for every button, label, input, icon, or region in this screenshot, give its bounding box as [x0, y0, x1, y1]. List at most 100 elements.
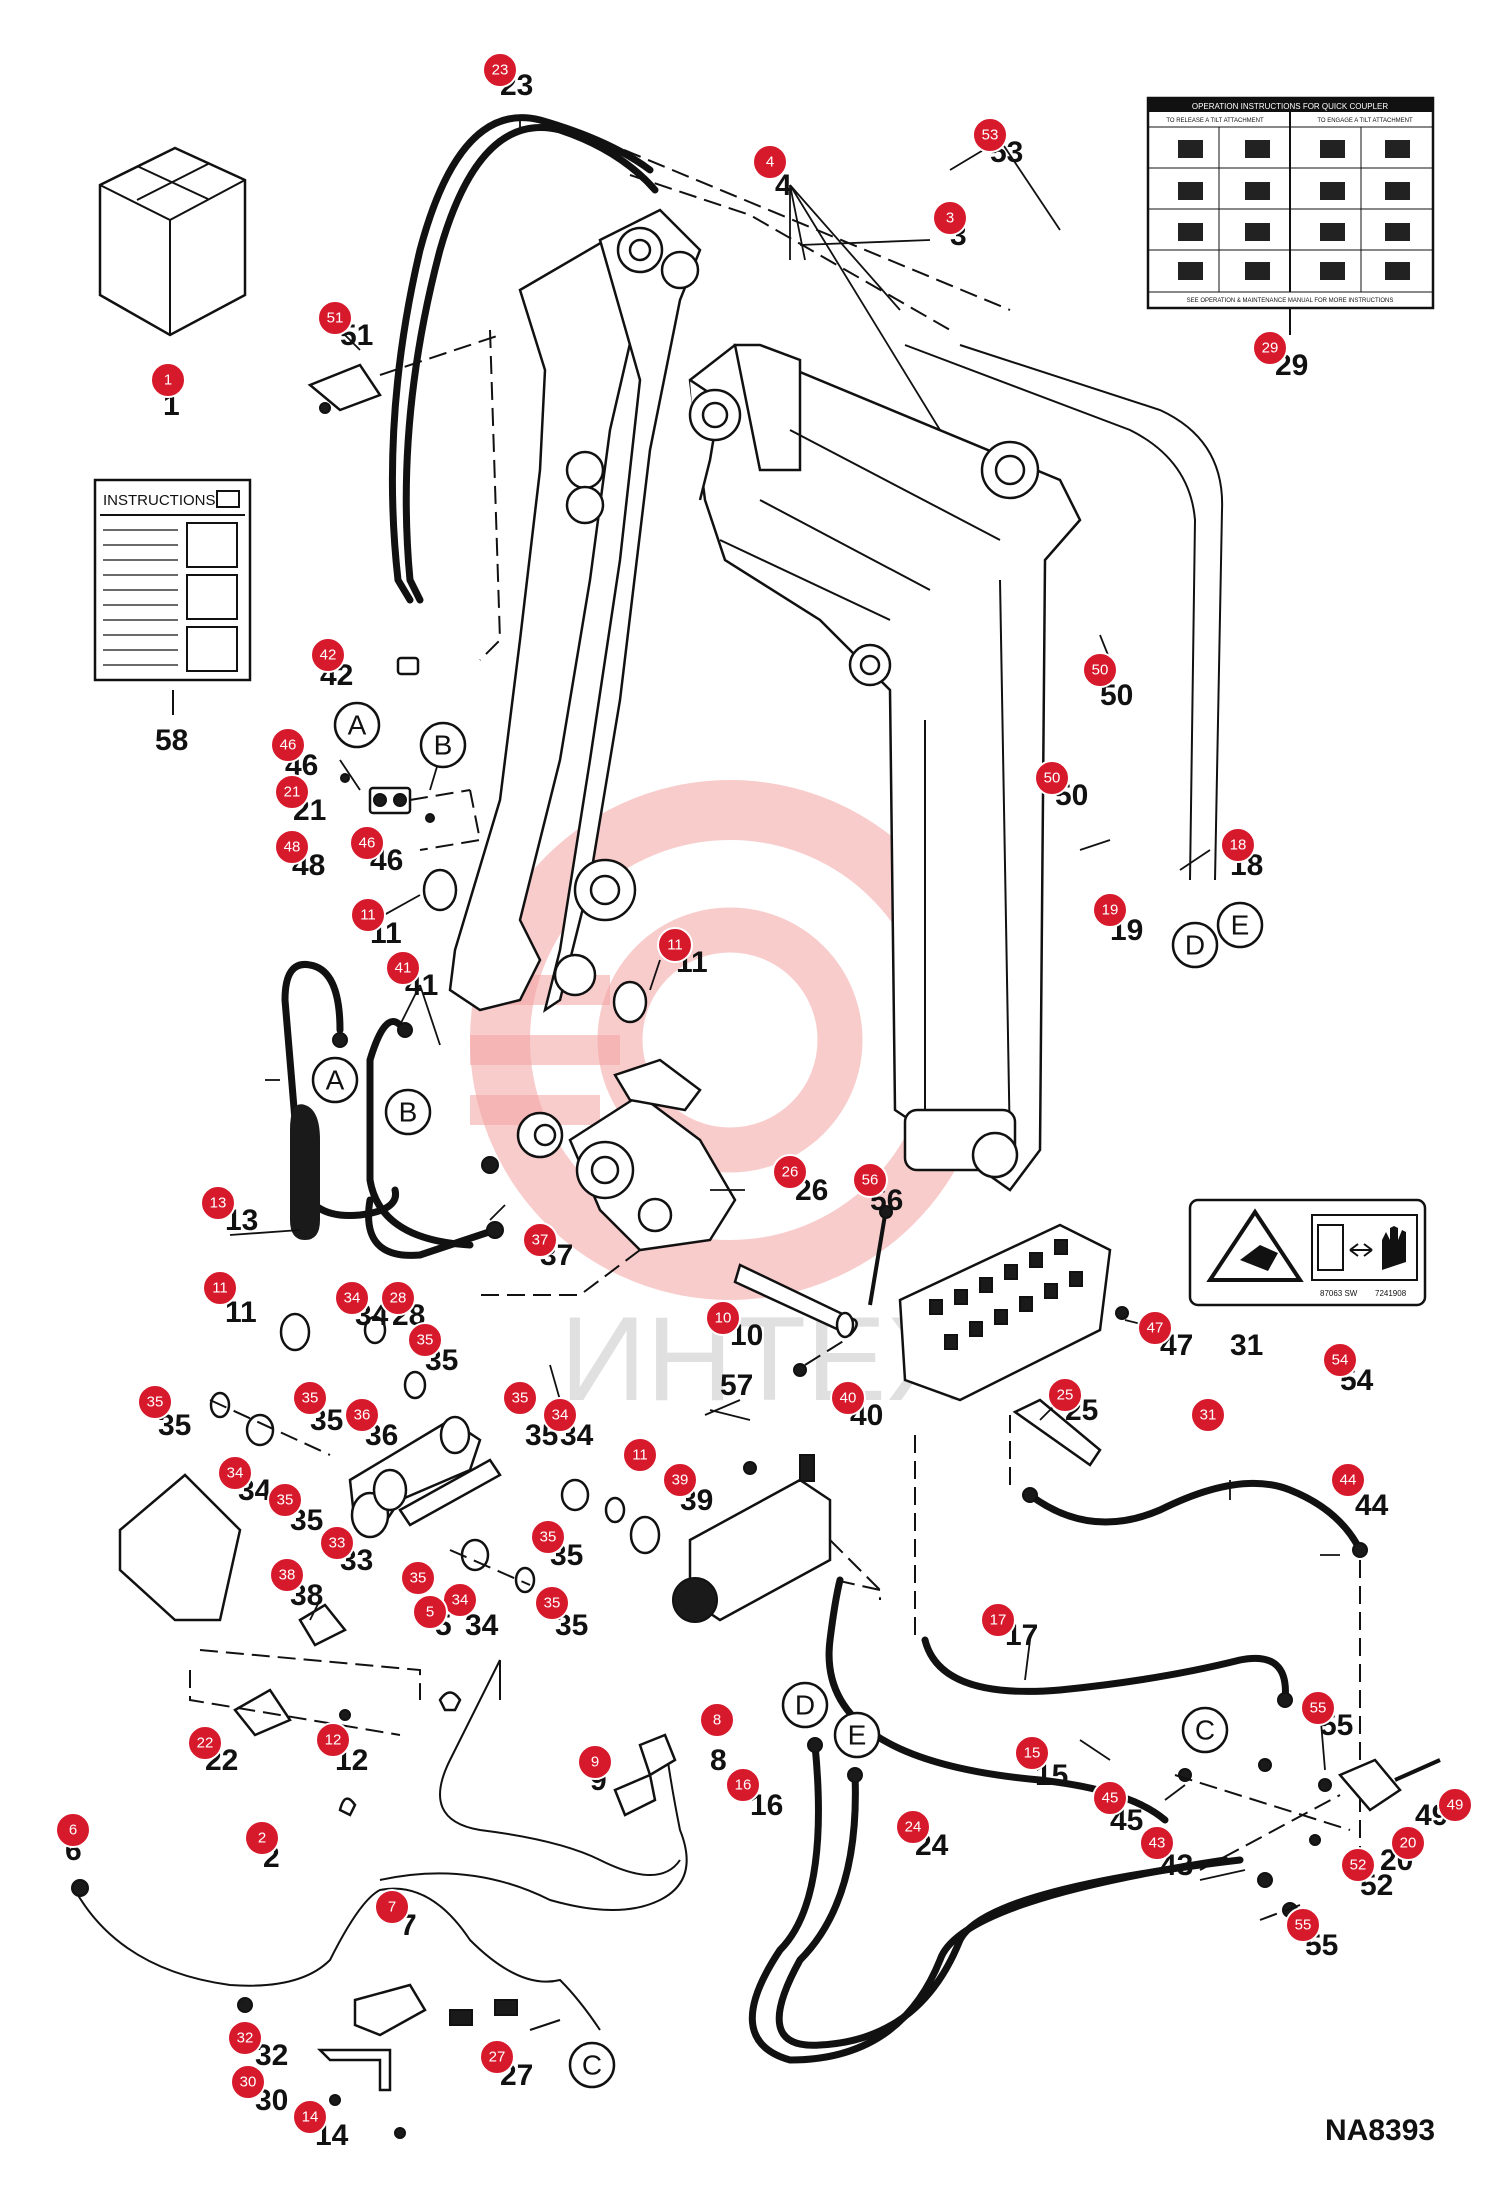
- svg-text:35: 35: [544, 1595, 561, 1612]
- callout-40: 40: [830, 1380, 866, 1416]
- callout-13: 13: [200, 1185, 236, 1221]
- callout-30: 30: [230, 2064, 266, 2100]
- callout-49: 49: [1437, 1787, 1473, 1823]
- svg-text:36: 36: [354, 1407, 371, 1424]
- svg-text:E: E: [1231, 910, 1250, 941]
- svg-text:8: 8: [713, 1712, 721, 1729]
- callout-50a: 50: [1082, 652, 1118, 688]
- hose-23: [388, 114, 659, 604]
- svg-text:24: 24: [905, 1819, 922, 1836]
- svg-text:1: 1: [164, 372, 172, 389]
- diagram-code: NA8393: [1325, 2114, 1435, 2147]
- callout-23: 23: [482, 52, 518, 88]
- warning-decal-code-2: 7241908: [1375, 1289, 1407, 1298]
- svg-text:E: E: [848, 1720, 867, 1751]
- callout-34c: 34: [217, 1455, 253, 1491]
- svg-text:9: 9: [591, 1754, 599, 1771]
- svg-text:11: 11: [667, 937, 683, 954]
- svg-text:D: D: [1185, 930, 1205, 961]
- svg-text:37: 37: [532, 1232, 549, 1249]
- decal-col-right: TO ENGAGE A TILT ATTACHMENT: [1317, 118, 1413, 124]
- callout-38: 38: [269, 1557, 305, 1593]
- callout-2: 2: [244, 1820, 280, 1856]
- callout-22: 22: [187, 1725, 223, 1761]
- svg-text:25: 25: [1057, 1387, 1074, 1404]
- svg-text:38: 38: [279, 1567, 296, 1584]
- callout-50b: 50: [1034, 760, 1070, 796]
- svg-text:34: 34: [344, 1290, 361, 1307]
- ref-c-bottom: C: [568, 2041, 616, 2089]
- svg-text:2: 2: [258, 1830, 266, 1847]
- callout-9: 9: [577, 1744, 613, 1780]
- svg-text:11: 11: [632, 1447, 648, 1464]
- callout-3: 3: [932, 200, 968, 236]
- callout-35b: 35: [137, 1384, 173, 1420]
- svg-text:43: 43: [1149, 1835, 1166, 1852]
- svg-text:19: 19: [1102, 902, 1119, 919]
- label-57: 57: [720, 1369, 753, 1402]
- mount-brackets: [118, 1473, 462, 1737]
- callout-46b: 46: [349, 825, 385, 861]
- callout-16: 16: [725, 1767, 761, 1803]
- ref-e-top: E: [1216, 901, 1264, 949]
- callout-43: 43: [1139, 1825, 1175, 1861]
- svg-text:51: 51: [327, 310, 344, 327]
- label-31: 31: [1230, 1329, 1263, 1362]
- callout-35g: 35: [400, 1560, 436, 1596]
- callout-34d: 34: [442, 1582, 478, 1618]
- svg-text:41: 41: [395, 960, 412, 977]
- callout-1: 1: [150, 362, 186, 398]
- svg-text:35: 35: [302, 1390, 319, 1407]
- svg-text:7: 7: [388, 1899, 396, 1916]
- svg-text:53: 53: [982, 127, 999, 144]
- svg-text:46: 46: [359, 835, 376, 852]
- callout-44: 44: [1330, 1462, 1366, 1498]
- svg-text:34: 34: [552, 1407, 569, 1424]
- svg-text:28: 28: [390, 1290, 407, 1307]
- svg-text:35: 35: [147, 1394, 164, 1411]
- watermark-text: ИНТЕХ: [560, 1292, 966, 1426]
- clamp-42: [396, 656, 420, 676]
- svg-text:17: 17: [990, 1612, 1007, 1629]
- svg-text:52: 52: [1350, 1857, 1367, 1874]
- warning-decal-code-1: 87063 SW: [1320, 1289, 1358, 1298]
- svg-text:4: 4: [766, 154, 774, 171]
- callout-29: 29: [1252, 330, 1288, 366]
- ref-b-mid: B: [384, 1088, 432, 1136]
- svg-text:29: 29: [1262, 340, 1279, 357]
- callout-55b: 55: [1285, 1907, 1321, 1943]
- svg-text:A: A: [348, 710, 367, 741]
- svg-text:10: 10: [715, 1310, 732, 1327]
- callout-34b: 34: [542, 1397, 578, 1433]
- svg-text:C: C: [1195, 1715, 1215, 1746]
- callout-56: 56: [852, 1162, 888, 1198]
- o-rings: [279, 868, 661, 1555]
- svg-text:16: 16: [735, 1777, 752, 1794]
- svg-text:D: D: [795, 1690, 815, 1721]
- svg-text:42: 42: [320, 647, 337, 664]
- svg-text:48: 48: [284, 839, 301, 856]
- callout-51: 51: [317, 300, 353, 336]
- label-44: 44: [1355, 1489, 1389, 1522]
- callout-35f: 35: [530, 1519, 566, 1555]
- manifold-block-21: [340, 773, 482, 851]
- svg-text:47: 47: [1147, 1320, 1164, 1337]
- ref-c-right: C: [1181, 1706, 1229, 1754]
- svg-text:34: 34: [452, 1592, 469, 1609]
- callout-53: 53: [972, 117, 1008, 153]
- svg-text:26: 26: [782, 1164, 799, 1181]
- callout-bubbles: 23 1 51 4 53 3 29 42 46 21 48 46 11 11 4…: [55, 52, 1473, 2135]
- pin-10: [733, 1263, 858, 1339]
- callout-17: 17: [980, 1602, 1016, 1638]
- svg-text:35: 35: [410, 1570, 427, 1587]
- callout-35d: 35: [502, 1380, 538, 1416]
- svg-text:6: 6: [69, 1822, 77, 1839]
- svg-text:32: 32: [237, 2030, 254, 2047]
- svg-text:40: 40: [840, 1390, 857, 1407]
- callout-25: 25: [1047, 1377, 1083, 1413]
- instructions-card-title: INSTRUCTIONS: [103, 492, 216, 509]
- callout-35a: 35: [407, 1322, 443, 1358]
- callout-11c: 11: [202, 1270, 238, 1306]
- callout-28: 28: [380, 1280, 416, 1316]
- callout-7: 7: [374, 1889, 410, 1925]
